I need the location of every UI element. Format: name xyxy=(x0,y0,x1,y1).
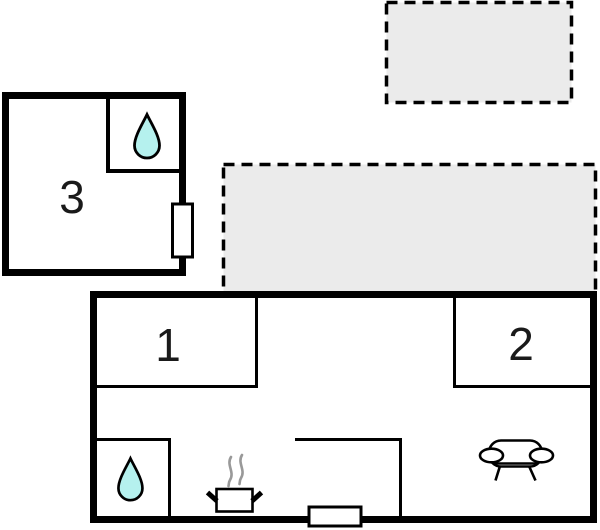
sofa-icon xyxy=(478,439,555,482)
room1-label: 1 xyxy=(155,319,181,371)
annex-window xyxy=(171,202,194,259)
room3-label: 3 xyxy=(59,171,85,223)
water-drop-icon xyxy=(133,111,161,160)
room2-label: 2 xyxy=(508,318,534,370)
terrace-top xyxy=(384,0,574,105)
cooking-pot-icon xyxy=(205,453,264,513)
water-drop-icon xyxy=(117,455,144,502)
terrace-main xyxy=(221,162,598,297)
main-house-door xyxy=(307,505,363,528)
